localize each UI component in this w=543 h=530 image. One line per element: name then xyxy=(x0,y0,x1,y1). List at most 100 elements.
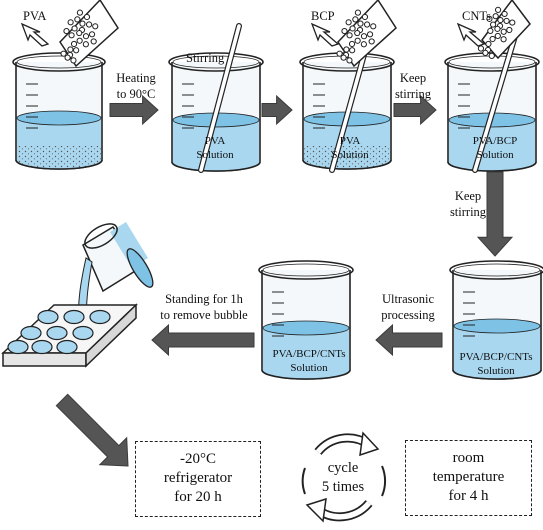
particle xyxy=(82,41,89,48)
mold-well xyxy=(7,339,29,355)
particle xyxy=(76,9,84,16)
standing-label-line1: Standing for 1h xyxy=(165,292,244,306)
beaker-4-label-line2: Solution xyxy=(476,149,514,161)
particle xyxy=(336,50,343,57)
bcp-material-label: BCP xyxy=(311,9,335,23)
particle xyxy=(486,15,493,22)
particle xyxy=(341,27,348,35)
room-line3: for 4 h xyxy=(448,488,489,504)
beaker-1 xyxy=(12,52,106,170)
cycle-label-line2: 5 times xyxy=(322,479,365,495)
mold-well xyxy=(89,309,111,325)
particle xyxy=(354,29,361,37)
refrigerator-line3: for 20 h xyxy=(174,489,222,505)
beaker-6 xyxy=(258,260,354,380)
particle xyxy=(357,20,364,27)
particle xyxy=(477,45,485,52)
particle xyxy=(349,47,356,54)
arrow-ultrasonic xyxy=(375,323,443,357)
ultrasonic-label-line1: Ultrasonic xyxy=(382,292,435,306)
pva-material-label: PVA xyxy=(23,9,46,23)
pva-pour xyxy=(59,0,119,68)
particle xyxy=(494,32,501,40)
particle xyxy=(85,21,93,28)
particle xyxy=(340,54,347,61)
mold-well xyxy=(46,325,68,341)
particle xyxy=(506,26,513,34)
beaker-4-label-line1: PVA/BCP xyxy=(473,135,517,147)
mold-well xyxy=(56,339,78,355)
pva-pointer-icon xyxy=(20,22,50,47)
particle xyxy=(346,32,353,39)
keep-stirring-2-line1: Keep xyxy=(455,189,481,203)
particle xyxy=(360,33,368,40)
particle xyxy=(488,52,495,59)
room-temperature-box: room temperature for 4 h xyxy=(405,440,532,516)
particle xyxy=(497,16,504,24)
particle xyxy=(482,49,489,57)
particle xyxy=(88,31,96,38)
keep-stirring-1-line1: Keep xyxy=(400,71,426,85)
heating-label-line1: Heating xyxy=(116,71,156,85)
mold-well xyxy=(37,309,59,325)
bcp-pour xyxy=(336,0,397,68)
particle xyxy=(368,38,375,45)
cycle-arrows-icon xyxy=(301,431,387,523)
particle xyxy=(503,17,510,25)
beaker-2-label-line2: Solution xyxy=(196,149,234,161)
standing-label-line2: to remove bubble xyxy=(160,308,248,322)
arrow-to-refrigerator xyxy=(55,393,129,467)
particle xyxy=(361,13,369,21)
mold-tray xyxy=(1,303,138,368)
refrigerator-line1: -20°C xyxy=(180,451,216,467)
particle xyxy=(68,32,75,39)
cycle-label-line1: cycle xyxy=(328,460,359,476)
process-arrows xyxy=(55,94,514,467)
particle xyxy=(492,13,499,20)
arrow-keep-stirring-2 xyxy=(476,171,514,257)
particle xyxy=(500,28,507,35)
keep-stirring-1-line2: stirring xyxy=(395,87,432,101)
stirring-rod-4 xyxy=(472,23,521,173)
particle xyxy=(83,13,91,21)
particle xyxy=(67,19,74,26)
mold-well xyxy=(31,339,53,355)
particle xyxy=(352,16,359,23)
refrigerator-line2: refrigerator xyxy=(163,470,233,486)
particle xyxy=(487,27,494,35)
arrow-standing xyxy=(151,323,255,357)
particle xyxy=(360,41,367,48)
refrigerator-box: -20°C refrigerator for 20 h xyxy=(135,441,261,517)
room-line1: room xyxy=(452,450,485,466)
particle xyxy=(354,37,361,44)
particle xyxy=(71,25,78,32)
beaker-5-label-line2: Solution xyxy=(477,365,515,377)
particle xyxy=(343,46,350,53)
particle xyxy=(489,35,496,43)
particle xyxy=(366,31,374,38)
arrow-keep-stirring-1 xyxy=(393,94,437,126)
arrow-stirring xyxy=(261,94,293,126)
room-line2: temperature xyxy=(432,469,505,485)
particle xyxy=(63,27,70,35)
beaker-3-label-line2: Solution xyxy=(331,149,369,161)
particle xyxy=(60,50,67,57)
cnts-material-label: CNTs xyxy=(462,9,491,23)
particle xyxy=(76,29,83,37)
particle xyxy=(70,40,78,48)
particle xyxy=(64,54,71,61)
ultrasonic-label-line2: processing xyxy=(381,308,435,322)
particle xyxy=(363,21,371,28)
stirring-rod-2 xyxy=(198,23,242,173)
particle xyxy=(490,21,497,28)
beaker-3-label-line1: PVA xyxy=(340,135,361,147)
particle xyxy=(74,16,81,23)
stirring-label: Stirring xyxy=(186,51,225,65)
heating-label-line2: to 90°C xyxy=(117,87,156,101)
cnts-pour xyxy=(477,0,531,60)
particle xyxy=(346,57,353,64)
particle xyxy=(370,23,377,30)
beaker-6-label-line2: Solution xyxy=(290,362,328,374)
